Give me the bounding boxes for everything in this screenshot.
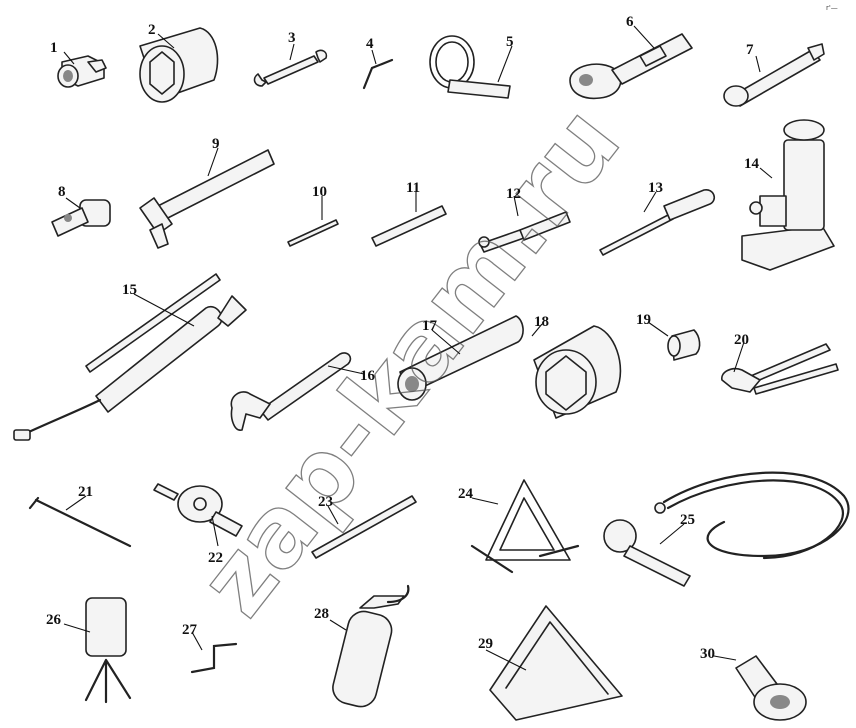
label-25: 25 bbox=[680, 512, 695, 528]
tool-9-hammer bbox=[139, 149, 275, 249]
label-27: 27 bbox=[182, 622, 198, 638]
tool-27-crank-handle bbox=[190, 642, 238, 674]
label-11: 11 bbox=[406, 180, 420, 196]
label-10: 10 bbox=[312, 184, 327, 200]
label-17: 17 bbox=[422, 318, 438, 334]
label-1: 1 bbox=[50, 40, 58, 56]
tool-19-small-socket bbox=[667, 329, 701, 361]
tool-3-double-open-wrench bbox=[253, 49, 328, 87]
tool-13-screwdriver bbox=[599, 189, 716, 256]
tool-23-extension-bar bbox=[311, 495, 417, 559]
tool-8-universal-joint bbox=[51, 199, 111, 237]
label-3: 3 bbox=[288, 30, 296, 46]
label-26: 26 bbox=[46, 612, 62, 628]
label-2: 2 bbox=[148, 22, 156, 38]
tool-30-wheel-socket bbox=[735, 655, 807, 721]
tool-22-valve-tool bbox=[153, 483, 243, 537]
tool-20-pliers bbox=[721, 343, 839, 395]
tool-17-tube-wrench bbox=[397, 315, 524, 401]
tool-2-large-socket bbox=[139, 27, 219, 103]
label-21: 21 bbox=[78, 484, 93, 500]
label-30: 30 bbox=[700, 646, 715, 662]
label-4: 4 bbox=[366, 36, 374, 52]
corner-mark: r'— bbox=[826, 4, 838, 12]
label-6: 6 bbox=[626, 14, 634, 30]
label-24: 24 bbox=[458, 486, 474, 502]
label-13: 13 bbox=[648, 180, 663, 196]
tool-11-chisel bbox=[371, 205, 447, 247]
tool-24-warning-triangle bbox=[470, 479, 580, 574]
tool-16-adjustable-wrench bbox=[230, 352, 352, 431]
tool-28-fire-extinguisher bbox=[332, 584, 410, 708]
label-15: 15 bbox=[122, 282, 137, 298]
tool-25-tire-inflation-hose bbox=[603, 471, 850, 587]
tool-21-pry-bar bbox=[28, 496, 132, 548]
label-5: 5 bbox=[506, 34, 514, 50]
tool-26-work-lamp bbox=[84, 597, 132, 704]
item-number-labels: 1 2 3 4 5 6 7 8 9 10 11 12 13 14 15 16 1… bbox=[46, 14, 760, 662]
tool-29-wheel-chock bbox=[489, 605, 623, 721]
label-20: 20 bbox=[734, 332, 749, 348]
leader-lines bbox=[63, 25, 773, 671]
label-19: 19 bbox=[636, 312, 651, 328]
label-9: 9 bbox=[212, 136, 220, 152]
label-28: 28 bbox=[314, 606, 329, 622]
tool-12-spark-plug-tool bbox=[478, 211, 571, 253]
label-14: 14 bbox=[744, 156, 760, 172]
label-8: 8 bbox=[58, 184, 66, 200]
tool-14-bottle-jack bbox=[741, 119, 835, 271]
tool-18-hub-socket bbox=[533, 325, 622, 419]
label-29: 29 bbox=[478, 636, 493, 652]
tool-6-ratchet-handle bbox=[569, 33, 693, 100]
tool-10-punch bbox=[287, 219, 339, 247]
label-23: 23 bbox=[318, 494, 333, 510]
label-7: 7 bbox=[746, 42, 754, 58]
label-22: 22 bbox=[208, 550, 223, 566]
label-16: 16 bbox=[360, 368, 376, 384]
label-18: 18 bbox=[534, 314, 549, 330]
tool-1-socket-adapter bbox=[57, 55, 107, 88]
tool-15-grease-gun bbox=[13, 273, 247, 441]
tool-5-strap-wrench bbox=[429, 35, 511, 99]
tool-7-socket-extension bbox=[723, 43, 825, 107]
tool-4-hex-key bbox=[362, 58, 394, 90]
label-12: 12 bbox=[506, 186, 521, 202]
